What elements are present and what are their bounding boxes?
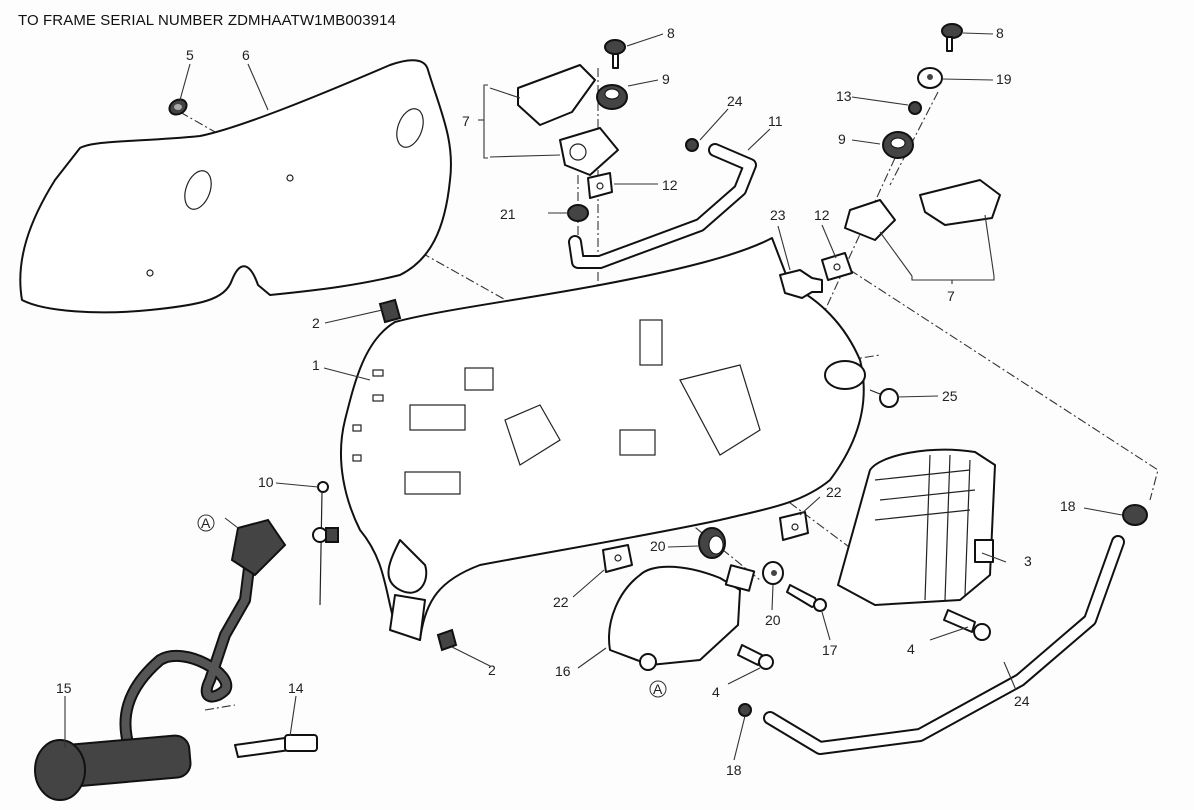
- callout-1: 1: [312, 357, 320, 373]
- rubber-grommet[interactable]: [167, 96, 190, 117]
- hose-fitting-left[interactable]: [567, 204, 589, 222]
- callout-10: 10: [258, 474, 274, 490]
- clip-right[interactable]: [821, 252, 853, 281]
- cover-panel[interactable]: [19, 59, 452, 314]
- callout-16: 16: [555, 663, 571, 679]
- hose-upper[interactable]: [568, 143, 757, 269]
- screw-long[interactable]: [786, 584, 827, 612]
- marker-text: A: [653, 681, 663, 697]
- plug[interactable]: [779, 269, 823, 299]
- callout-24-lower: 18: [726, 762, 742, 778]
- callout-12-left: 12: [662, 177, 678, 193]
- damper-left[interactable]: [596, 84, 628, 110]
- callout-17: 17: [822, 642, 838, 658]
- callout-8-left: 8: [667, 25, 675, 41]
- callout-2-lower: 2: [488, 662, 496, 678]
- callout-15: 15: [56, 680, 72, 696]
- clip-nut-b[interactable]: [779, 511, 809, 541]
- damper-right[interactable]: [882, 131, 914, 159]
- sensor-assembly-left[interactable]: [517, 64, 619, 176]
- callout-4-bracket: 4: [712, 684, 720, 700]
- marker-text: A: [201, 515, 211, 531]
- clip-nut-upper[interactable]: [378, 298, 402, 324]
- clip-left[interactable]: [587, 172, 613, 199]
- callout-20-left: 21: [500, 206, 516, 222]
- callout-9-right: 9: [838, 131, 846, 147]
- screw-left[interactable]: [604, 39, 626, 69]
- sensor-cap-cable[interactable]: [34, 518, 287, 801]
- callout-labels: 5 6 7 8 9 24 11 12 21 23 12 8 19 13 9 7 …: [56, 25, 1076, 778]
- callout-22-right: 22: [826, 484, 842, 500]
- battery-tray-frame[interactable]: [339, 237, 866, 641]
- callout-4-ecu: 4: [907, 641, 915, 657]
- bracket[interactable]: [608, 564, 756, 671]
- sensor-assembly-right-brace: [879, 214, 995, 284]
- callout-14: 14: [288, 680, 304, 696]
- hose-clamp-upper[interactable]: [685, 138, 699, 152]
- callout-21: 24: [1014, 693, 1030, 709]
- cable-tie[interactable]: [312, 481, 339, 606]
- callout-7-right: 7: [947, 288, 955, 304]
- abs-control-unit[interactable]: [837, 448, 996, 606]
- callout-6: 6: [242, 47, 250, 63]
- callout-20-right: 18: [1060, 498, 1076, 514]
- screw-ecu[interactable]: [943, 609, 991, 641]
- leader-lines: [64, 32, 1123, 761]
- bush-lower[interactable]: [762, 561, 784, 585]
- callout-12-right: 12: [814, 207, 830, 223]
- hose-lower[interactable]: [763, 535, 1125, 755]
- callout-3: 3: [1024, 553, 1032, 569]
- screw-right[interactable]: [941, 23, 963, 52]
- clip-nut-lower[interactable]: [436, 628, 458, 652]
- callout-5: 5: [186, 47, 194, 63]
- callout-25: 25: [942, 388, 958, 404]
- callout-24-upper: 24: [727, 93, 743, 109]
- bush-upper[interactable]: [917, 67, 943, 89]
- callout-18-upper: 19: [996, 71, 1012, 87]
- sensor-assembly-right[interactable]: [844, 179, 1001, 241]
- rubber-plug[interactable]: [869, 388, 899, 408]
- callout-13: 13: [836, 88, 852, 104]
- spacer[interactable]: [908, 101, 922, 115]
- lambda-sensor[interactable]: [234, 734, 318, 758]
- callout-8-right: 8: [996, 25, 1004, 41]
- hose-fitting-right[interactable]: [1122, 504, 1148, 526]
- diagram-title: TO FRAME SERIAL NUMBER ZDMHAATW1MB003914: [18, 12, 396, 29]
- callout-2-upper: 2: [312, 315, 320, 331]
- screw-bracket[interactable]: [737, 644, 774, 670]
- callout-18-lower: 20: [765, 612, 781, 628]
- callout-19: 20: [650, 538, 666, 554]
- callout-22-left: 22: [553, 594, 569, 610]
- callout-11: 11: [768, 113, 783, 129]
- sensor-assembly-left-brace: [478, 84, 561, 159]
- callout-9-left: 9: [662, 71, 670, 87]
- reference-marker-a-upper: A: [197, 514, 215, 532]
- callout-7-left: 7: [462, 113, 470, 129]
- callout-23: 23: [770, 207, 786, 223]
- reference-marker-a-lower: A: [649, 680, 667, 698]
- hose-clamp-lower[interactable]: [738, 703, 752, 717]
- rubber-mount[interactable]: [698, 527, 726, 559]
- clip-nut-a[interactable]: [602, 544, 633, 573]
